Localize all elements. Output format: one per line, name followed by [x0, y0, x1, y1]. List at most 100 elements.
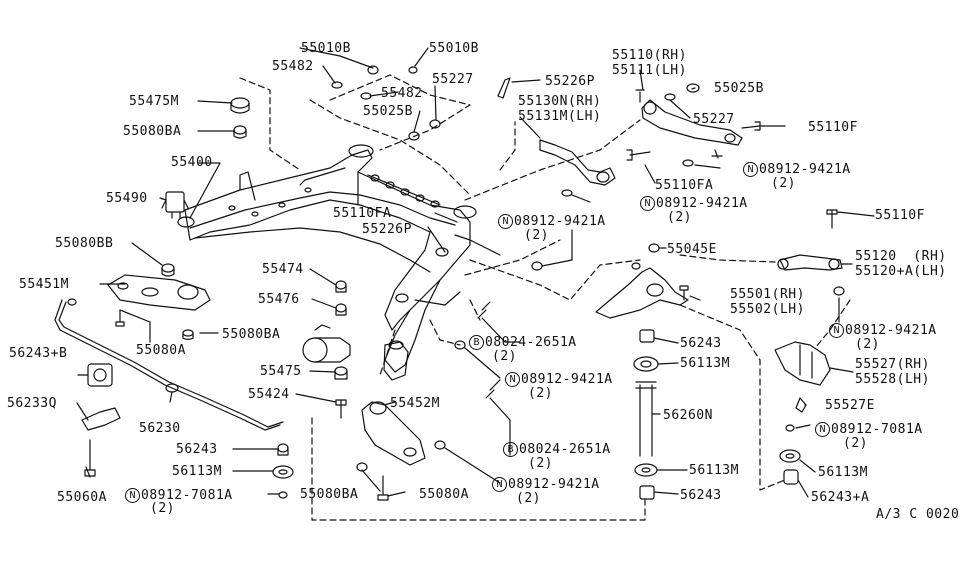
- callout-55111lh: 55111(LH): [612, 63, 687, 78]
- bracket-55490: [161, 191, 189, 219]
- callout-56113m: 56113M: [680, 356, 730, 371]
- callout-55227: 55227: [693, 112, 735, 127]
- bolt-badge-icon: B: [503, 442, 518, 457]
- callout-55452m: 55452M: [390, 396, 440, 411]
- callout-55130n: 55130N(RH): [518, 94, 602, 109]
- fastener-qty: (2): [843, 436, 868, 451]
- callout-55080ba: 55080BA: [300, 487, 359, 502]
- link-55120: [777, 209, 845, 296]
- callout-55527e: 55527E: [825, 398, 875, 413]
- callout-55080a: 55080A: [136, 343, 186, 358]
- callout-56243: 56243: [176, 442, 218, 457]
- callout-56113m: 56113M: [172, 464, 222, 479]
- callout-55528lh: 55528(LH): [855, 372, 930, 387]
- callout-56260n: 56260N: [663, 408, 713, 423]
- bracket-56233q: [81, 407, 121, 477]
- nut-badge-icon: N: [743, 162, 758, 177]
- callout-55475: 55475: [260, 364, 302, 379]
- bushing-56243b: [87, 363, 113, 387]
- hardware-left: [115, 65, 511, 419]
- nut-badge-icon: N: [815, 422, 830, 437]
- callout-55080ba: 55080BA: [123, 124, 182, 139]
- callout-55120alh: 55120+A(LH): [855, 264, 947, 279]
- callout-55451m: 55451M: [19, 277, 69, 292]
- callout-55110fa: 55110FA: [333, 206, 392, 221]
- callout-55226p: 55226P: [545, 74, 595, 89]
- dashed-lines: [239, 74, 851, 521]
- callout-56243b: 56243+B: [9, 346, 68, 361]
- callout-55482: 55482: [272, 59, 314, 74]
- reference-code: A/3 C 0020: [876, 507, 960, 522]
- callout-55025b: 55025B: [714, 81, 764, 96]
- callout-55476: 55476: [258, 292, 300, 307]
- fastener-qty: (2): [516, 491, 541, 506]
- callout-55474: 55474: [262, 262, 304, 277]
- callout-55110f: 55110F: [875, 208, 925, 223]
- nut-badge-icon: N: [505, 372, 520, 387]
- fastener-qty: (2): [528, 456, 553, 471]
- nut-badge-icon: N: [498, 214, 513, 229]
- bolt-badge-icon: B: [469, 335, 484, 350]
- mount-55452m: [361, 340, 426, 466]
- callout-56113m: 56113M: [689, 463, 739, 478]
- callout-55501rh: 55501(RH): [730, 287, 805, 302]
- callout-55110rh: 55110(RH): [612, 48, 687, 63]
- callout-56243: 56243: [680, 336, 722, 351]
- callout-55110fa: 55110FA: [655, 178, 714, 193]
- leader-lines: [76, 47, 875, 498]
- callout-56113m: 56113M: [818, 465, 868, 480]
- callout-55482: 55482: [381, 86, 423, 101]
- fastener-qty: (2): [150, 501, 175, 516]
- callout-56233q: 56233Q: [7, 396, 57, 411]
- link-55110: [635, 83, 786, 167]
- callout-55045e: 55045E: [667, 242, 717, 257]
- callout-55227: 55227: [432, 72, 474, 87]
- bushing-center: [302, 324, 351, 363]
- callout-55424: 55424: [248, 387, 290, 402]
- callout-55527rh: 55527(RH): [855, 357, 930, 372]
- nut-badge-icon: N: [492, 477, 507, 492]
- callout-56243: 56243: [680, 488, 722, 503]
- callout-56243a: 56243+A: [811, 490, 870, 505]
- nut-badge-icon: N: [640, 196, 655, 211]
- fastener-qty: (2): [855, 337, 880, 352]
- hardware-left-bottom: [272, 301, 501, 501]
- callout-55490: 55490: [106, 191, 148, 206]
- fastener-qty: (2): [528, 386, 553, 401]
- callout-55131m: 55131M(LH): [518, 109, 602, 124]
- crossmember-55400: [177, 144, 501, 373]
- callout-55502lh: 55502(LH): [730, 302, 805, 317]
- callout-55060a: 55060A: [57, 490, 107, 505]
- fastener-qty: (2): [524, 228, 549, 243]
- fastener-qty: (2): [667, 210, 692, 225]
- callout-55400: 55400: [171, 155, 213, 170]
- callout-55080a: 55080A: [419, 487, 469, 502]
- callout-55010b: 55010B: [429, 41, 479, 56]
- link-55130n: [539, 139, 651, 197]
- mount-55451m: [107, 274, 211, 311]
- nut-badge-icon: N: [125, 488, 140, 503]
- callout-55025b: 55025B: [363, 104, 413, 119]
- bracket-55527: [774, 341, 831, 485]
- callout-55475m: 55475M: [129, 94, 179, 109]
- nut-badge-icon: N: [829, 323, 844, 338]
- callout-55120rh: 55120 (RH): [855, 249, 947, 264]
- callout-55080bb: 55080BB: [55, 236, 114, 251]
- callout-56230: 56230: [139, 421, 181, 436]
- callout-55110f: 55110F: [808, 120, 858, 135]
- arm-55501: [531, 243, 689, 319]
- callout-55226p: 55226P: [362, 222, 412, 237]
- fastener-qty: (2): [492, 349, 517, 364]
